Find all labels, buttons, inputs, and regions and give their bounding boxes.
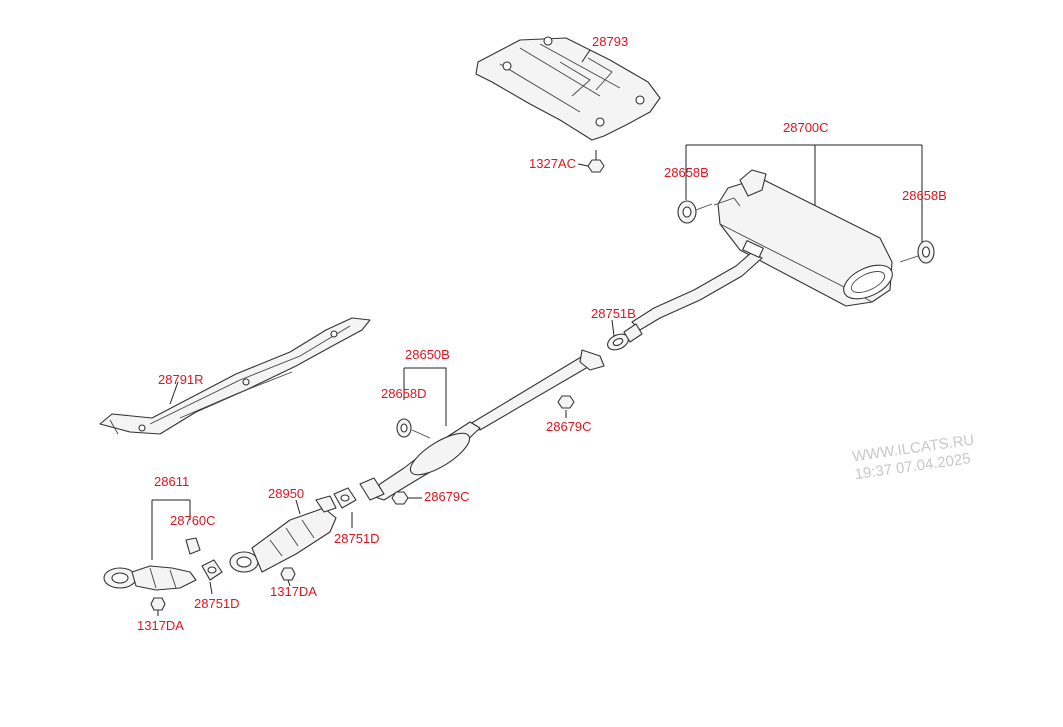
- heat-shield-28791R[interactable]: [99, 317, 371, 435]
- label-28751B[interactable]: 28751B: [591, 306, 636, 321]
- nut-1327AC[interactable]: [587, 150, 605, 173]
- nut-28679C-top[interactable]: [557, 395, 575, 409]
- nut-28679C-bottom[interactable]: [391, 491, 409, 505]
- label-28611[interactable]: 28611: [154, 474, 189, 489]
- label-28791R[interactable]: 28791R: [158, 372, 204, 387]
- gasket-28751D-low[interactable]: [201, 559, 223, 581]
- label-28700C[interactable]: 28700C: [783, 120, 829, 135]
- front-pipe-28611[interactable]: [103, 565, 197, 591]
- label-1317DA-low[interactable]: 1317DA: [137, 618, 184, 633]
- label-1317DA-mid[interactable]: 1317DA: [270, 584, 317, 599]
- heat-shield-28793[interactable]: [475, 36, 661, 141]
- catalytic-converter-28950[interactable]: [229, 495, 337, 573]
- bracket-28760C[interactable]: [185, 537, 201, 555]
- label-28950[interactable]: 28950: [268, 486, 304, 501]
- label-28679C-bottom[interactable]: 28679C: [424, 489, 470, 504]
- hanger-28658B-right[interactable]: [899, 240, 935, 264]
- hanger-28658D[interactable]: [396, 418, 431, 439]
- gasket-28751D-mid[interactable]: [333, 487, 357, 509]
- label-28760C[interactable]: 28760C: [170, 513, 216, 528]
- label-28793[interactable]: 28793: [592, 34, 628, 49]
- gasket-28751B[interactable]: [605, 323, 643, 353]
- center-pipe-28650B[interactable]: [359, 349, 605, 501]
- label-28658B-left[interactable]: 28658B: [664, 165, 709, 180]
- hanger-28658B-left[interactable]: [677, 200, 713, 224]
- watermark: WWW.ILCATS.RU 19:37 07.04.2025: [851, 431, 975, 483]
- label-28650B[interactable]: 28650B: [405, 347, 450, 362]
- rear-muffler-28700C[interactable]: [631, 169, 897, 331]
- label-28658B-right[interactable]: 28658B: [902, 188, 947, 203]
- nut-1317DA-low[interactable]: [150, 597, 166, 611]
- label-28679C-top[interactable]: 28679C: [546, 419, 592, 434]
- label-28658D[interactable]: 28658D: [381, 386, 427, 401]
- label-28751D-low[interactable]: 28751D: [194, 596, 240, 611]
- label-1327AC[interactable]: 1327AC: [529, 156, 576, 171]
- label-28751D-mid[interactable]: 28751D: [334, 531, 380, 546]
- nut-1317DA-mid[interactable]: [280, 567, 296, 581]
